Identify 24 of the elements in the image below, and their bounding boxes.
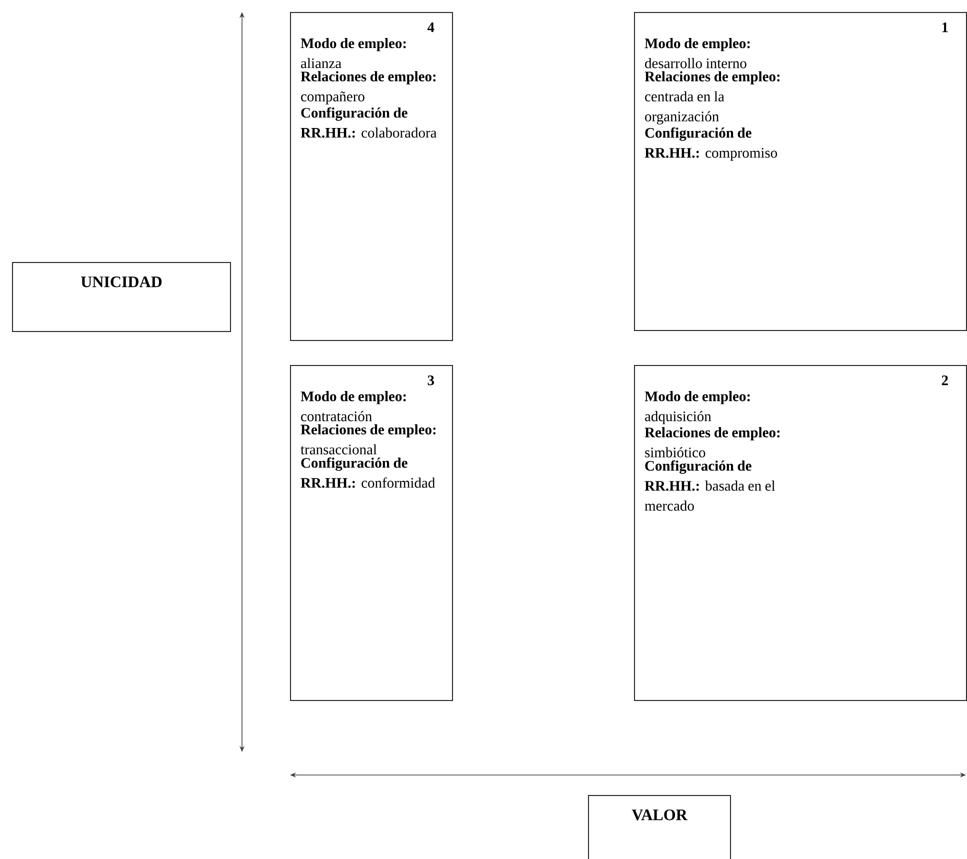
quadrant-number: 3 [428, 376, 434, 386]
quadrant-text: Relaciones de empleo: simbiótico [644, 427, 780, 458]
quadrant-number: 2 [942, 376, 948, 386]
quadrant-box [290, 365, 453, 701]
quadrant-text: Relaciones de empleo: compañero [300, 71, 436, 104]
quadrant-number: 4 [427, 22, 434, 32]
quadrant-box [634, 365, 967, 701]
quadrant-box [290, 12, 453, 341]
axis-label: VALOR [632, 810, 688, 820]
quadrant-text: Configuración de RR.HH.: colaboradora [300, 107, 437, 138]
quadrant-box [634, 12, 967, 331]
quadrant-text: Modo de empleo: adquisición [644, 391, 750, 424]
quadrant-text: Modo de empleo: alianza [300, 38, 406, 68]
quadrant-text: Modo de empleo: desarrollo interno [644, 38, 750, 68]
axis-label: UNICIDAD [81, 276, 162, 288]
quadrant-text: Configuración de RR.HH.: compromiso [644, 127, 778, 161]
quadrant-text: Configuración de RR.HH.: basada en el mercado [644, 460, 776, 511]
quadrant-number: 1 [942, 22, 948, 32]
label-box [12, 262, 231, 332]
quadrant-text: Relaciones de empleo: centrada en la organización [644, 71, 780, 124]
label-box [588, 795, 731, 859]
quadrant-text: Modo de empleo: contratación [300, 391, 406, 422]
quadrant-text: Relaciones de empleo: transaccional [300, 424, 436, 454]
quadrant-text: Configuración de RR.HH.: conformidad [300, 457, 435, 488]
